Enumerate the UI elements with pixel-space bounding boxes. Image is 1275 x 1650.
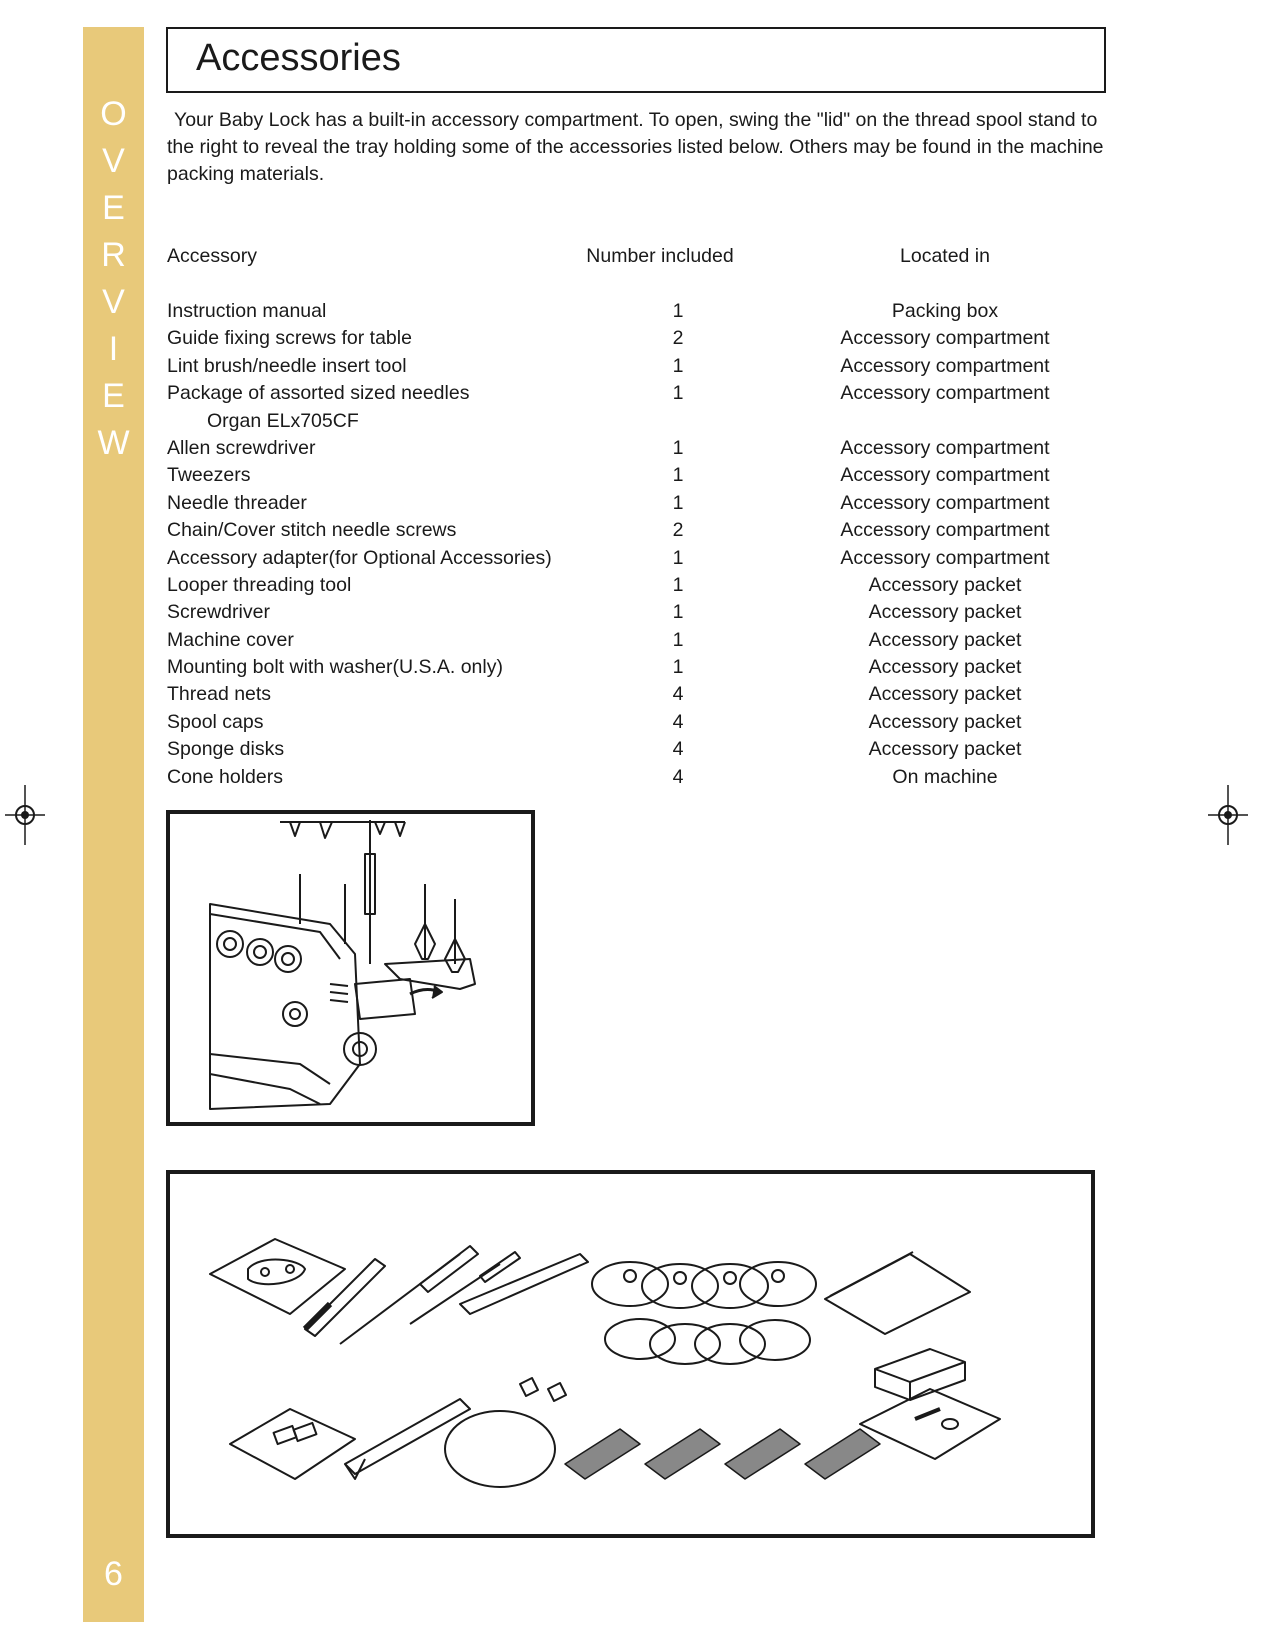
table-row: Chain/Cover stitch needle screws 2 Accesso… (167, 517, 1112, 544)
accessory-location: Accessory compartment (840, 546, 1050, 569)
accessory-location: Accessory compartment (840, 327, 1050, 350)
accessory-location: Accessory packet (868, 738, 1022, 761)
accessory-location: On machine (892, 765, 998, 788)
sidebar-letter: E (102, 377, 125, 415)
accessory-name: Cone holders (167, 765, 283, 788)
table-row: Looper threading tool 1 Accessory packet (167, 572, 1112, 599)
table-row: Guide fixing screws for table 2 Accessory … (167, 325, 1112, 352)
accessory-name: Chain/Cover stitch needle screws (167, 519, 457, 542)
accessory-count: 1 (672, 382, 684, 405)
table-row: Screwdriver 1 Accessory packet (167, 599, 1112, 626)
accessory-count: 1 (672, 300, 684, 322)
accessory-name: Spool caps (167, 710, 264, 733)
accessory-count: 1 (672, 491, 684, 514)
accessory-location: Accessory packet (868, 628, 1022, 651)
accessory-location: Accessory compartment (840, 464, 1050, 487)
accessory-name: Mounting bolt with washer(U.S.A. only) (167, 656, 503, 679)
accessory-count: 4 (672, 710, 684, 733)
accessory-name: Guide fixing screws for table (167, 327, 412, 350)
accessory-location: Accessory compartment (840, 519, 1050, 542)
accessory-count: 1 (672, 601, 684, 624)
accessory-name: Needle threader (167, 491, 307, 514)
sidebar-letter: O (100, 95, 127, 133)
accessory-name: Screwdriver (167, 601, 270, 624)
machine-illustration (166, 810, 535, 1126)
accessory-name: Looper threading tool (167, 573, 352, 596)
sidebar-letter: W (97, 424, 130, 462)
table-row: Sponge disks 4 Accessory packet (167, 736, 1112, 763)
accessory-location: Accessory packet (868, 601, 1022, 624)
sidebar-letter: I (108, 330, 119, 368)
accessory-name: Sponge disks (167, 738, 285, 761)
intro-paragraph: Your Baby Lock has a built-in accessory … (167, 109, 1104, 185)
accessory-name: Package of assorted sized needles (167, 382, 470, 405)
accessory-location: Accessory packet (868, 573, 1022, 596)
column-header-accessory: Accessory (167, 245, 257, 267)
sidebar-letter: V (102, 283, 125, 321)
table-row: Needle threader 1 Accessory compartment (167, 490, 1112, 517)
accessory-location: Accessory packet (868, 656, 1022, 679)
accessory-name: Thread nets (167, 683, 272, 706)
table-row: Accessory adapter(for Optional Accessori… (167, 545, 1112, 572)
column-header-location: Located in (900, 245, 990, 267)
title-box: Accessories (166, 27, 1106, 93)
accessory-count: 4 (672, 765, 684, 788)
table-row: Thread nets 4 Accessory packet (167, 681, 1112, 708)
accessory-count: 2 (672, 327, 684, 350)
table-row: Mounting bolt with washer(U.S.A. only) 1 A… (167, 654, 1112, 681)
accessory-location: Accessory packet (868, 710, 1022, 733)
accessory-count: 1 (672, 628, 684, 651)
table-row: Package of assorted sized needles 1 Access… (167, 380, 1112, 407)
accessory-count: 1 (672, 656, 684, 679)
accessory-count: 1 (672, 546, 684, 569)
sidebar-letter: R (101, 236, 126, 274)
accessory-count: 1 (672, 436, 684, 459)
registration-mark-right (1208, 785, 1248, 845)
accessory-name: Instruction manual (167, 300, 327, 322)
accessory-location: Accessory compartment (840, 436, 1050, 459)
column-header-number: Number included (586, 245, 734, 267)
page-title: Accessories (196, 37, 401, 79)
accessory-count: 4 (672, 738, 684, 761)
accessory-name: Machine cover (167, 628, 294, 651)
accessory-name: Accessory adapter(for Optional Accessori… (167, 546, 552, 569)
accessory-name: Tweezers (167, 464, 251, 487)
accessory-count: 1 (672, 354, 684, 377)
registration-mark-left (5, 785, 45, 845)
table-row: Organ ELx705CF (167, 408, 1112, 435)
table-row: Instruction manual 1 Packing box (167, 298, 1112, 325)
accessory-sub-label: Organ ELx705CF (207, 409, 359, 432)
page-number: 6 (104, 1555, 123, 1593)
table-row: Spool caps 4 Accessory packet (167, 709, 1112, 736)
accessory-name: Lint brush/needle insert tool (167, 354, 407, 377)
table-row: Lint brush/needle insert tool 1 Accessory … (167, 353, 1112, 380)
table-row: Allen screwdriver 1 Accessory compartment (167, 435, 1112, 462)
accessory-count: 4 (672, 683, 684, 706)
table-row: Tweezers 1 Accessory compartment (167, 462, 1112, 489)
accessory-location: Accessory compartment (840, 491, 1050, 514)
sidebar-letter: E (102, 189, 125, 227)
sidebar-letter: V (102, 142, 125, 180)
accessory-count: 1 (672, 573, 684, 596)
table-row: Machine cover 1 Accessory packet (167, 627, 1112, 654)
accessories-illustration (166, 1170, 1095, 1538)
accessory-count: 1 (672, 464, 684, 487)
accessory-count: 2 (672, 519, 684, 542)
accessory-name: Allen screwdriver (167, 436, 316, 459)
table-row: Cone holders 4 On machine (167, 764, 1112, 791)
accessory-location: Packing box (891, 300, 999, 322)
accessory-location: Accessory packet (868, 683, 1022, 706)
accessory-location: Accessory compartment (840, 354, 1050, 377)
accessory-location: Accessory compartment (840, 382, 1050, 405)
